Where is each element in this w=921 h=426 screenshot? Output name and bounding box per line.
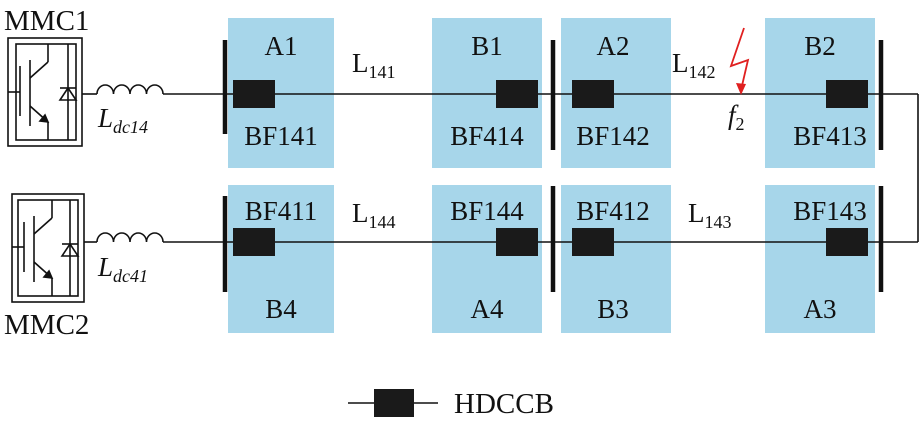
line-label-l142: L142 — [672, 48, 716, 82]
line-label-l143: L143 — [688, 198, 732, 232]
mmc2-symbol — [11, 193, 85, 303]
breaker-label-bf144: BF144 — [450, 196, 524, 226]
fault-lightning-icon — [729, 27, 750, 95]
breaker-label-bf143: BF143 — [793, 196, 867, 226]
inductor-label-ldc14: Ldc14 — [97, 103, 148, 137]
zone-label-b3: B3 — [597, 294, 629, 324]
breaker-bf414 — [496, 80, 538, 108]
zone-label-b2: B2 — [804, 31, 836, 61]
zone-boxes — [228, 18, 875, 333]
inductor-coil-ldc14 — [96, 84, 164, 95]
zone-box-a4 — [432, 185, 542, 333]
breaker-bf411 — [233, 228, 275, 256]
zone-label-a4: A4 — [471, 294, 504, 324]
line-label-l141: L141 — [352, 48, 396, 82]
busbars — [222, 40, 884, 292]
breaker-label-bf142: BF142 — [576, 121, 650, 151]
line-label-l144: L144 — [352, 198, 396, 232]
breakers — [233, 80, 868, 256]
legend-label: HDCCB — [454, 388, 554, 420]
breaker-bf144 — [496, 228, 538, 256]
conductors — [82, 84, 919, 243]
breaker-label-bf412: BF412 — [576, 196, 650, 226]
legend: HDCCB — [348, 388, 554, 420]
zone-label-a1: A1 — [265, 31, 298, 61]
zone-label-b1: B1 — [471, 31, 503, 61]
inductor-coil-ldc41 — [96, 232, 164, 243]
zone-box-b4 — [228, 185, 334, 333]
breaker-bf141 — [233, 80, 275, 108]
breaker-bf412 — [572, 228, 614, 256]
legend-breaker-symbol — [374, 389, 414, 417]
zone-box-a3 — [765, 185, 875, 333]
breaker-bf143 — [826, 228, 868, 256]
fault-label: f2 — [728, 100, 745, 134]
breaker-bf142 — [572, 80, 614, 108]
mmc2-label: MMC2 — [4, 309, 89, 341]
mmc1-symbol — [7, 37, 83, 147]
inductor-label-ldc41: Ldc41 — [97, 252, 148, 286]
breaker-label-bf414: BF414 — [450, 121, 524, 151]
breaker-label-bf413: BF413 — [793, 121, 867, 151]
zone-label-a3: A3 — [804, 294, 837, 324]
breaker-label-bf141: BF141 — [244, 121, 318, 151]
breaker-label-bf411: BF411 — [245, 196, 318, 226]
zone-box-b3 — [561, 185, 671, 333]
zone-label-b4: B4 — [265, 294, 297, 324]
zone-label-a2: A2 — [597, 31, 630, 61]
mmc1-label: MMC1 — [4, 5, 89, 37]
breaker-bf413 — [826, 80, 868, 108]
